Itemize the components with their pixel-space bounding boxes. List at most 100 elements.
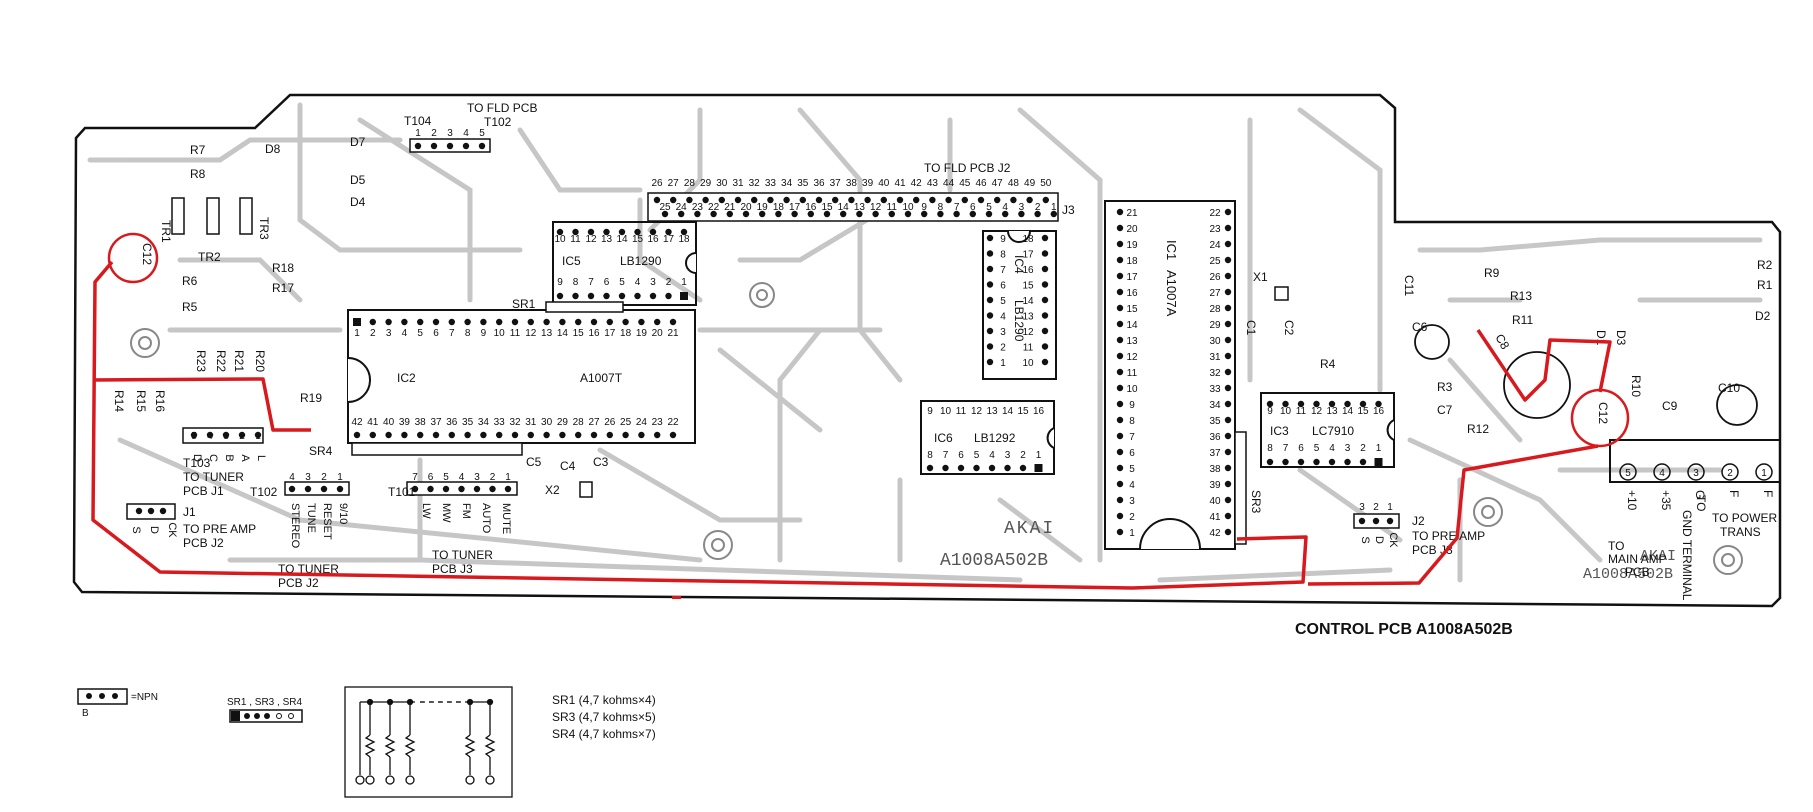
pin-number: 10 — [494, 328, 506, 339]
pin-number: 11 — [570, 234, 581, 245]
pin-number: 4 — [1129, 480, 1135, 491]
pin-number: 4 — [463, 128, 469, 139]
pad — [913, 196, 920, 204]
pad — [559, 431, 566, 439]
pin-number: 17 — [604, 328, 616, 339]
c8-label: C8 — [1492, 332, 1512, 353]
pad — [665, 292, 672, 300]
gnd-terminal-line2: GND TERMINAL — [1680, 510, 1694, 601]
pin-number: 8 — [1267, 443, 1273, 454]
pin-number: 5 — [1314, 443, 1320, 454]
pad — [511, 318, 519, 326]
r13-label: R13 — [1510, 289, 1532, 303]
pin-number: 11 — [956, 406, 967, 417]
to-tuner-j3-line1: TO TUNER — [432, 548, 493, 562]
pad — [669, 318, 677, 326]
pin-number: 35 — [1209, 416, 1221, 427]
pad — [986, 265, 994, 273]
pad — [726, 210, 733, 218]
pad — [1266, 400, 1274, 408]
akai-mark-right: AKAI — [1640, 548, 1676, 565]
pad — [1282, 400, 1289, 408]
pin-number: 22 — [1209, 208, 1221, 219]
pad — [880, 196, 887, 204]
t102-function-label: RESET — [321, 503, 333, 540]
pad — [304, 485, 312, 493]
pad — [206, 431, 214, 439]
j3-label: J3 — [1062, 203, 1075, 217]
pin-number: 23 — [692, 202, 704, 213]
pin-number: 16 — [1022, 265, 1034, 276]
ic4-part: LB1290 — [1012, 300, 1026, 342]
r7-label: R7 — [190, 143, 206, 157]
sr-legend-header: SR1 , SR3 , SR4 — [227, 697, 302, 708]
pad — [1050, 210, 1058, 218]
t104-label: T104 — [404, 114, 432, 128]
pin-number: 4 — [1000, 312, 1006, 323]
pad — [986, 281, 994, 288]
pad — [238, 431, 246, 439]
pad — [254, 431, 262, 439]
pad — [1224, 352, 1232, 360]
pad — [288, 485, 296, 493]
sr4-spec: SR4 (4,7 kohms×7) — [552, 727, 656, 741]
pin-number: 1 — [505, 472, 511, 483]
ic2-ref: IC2 — [397, 371, 416, 385]
pad — [742, 210, 750, 218]
pin-number: 2 — [1727, 468, 1733, 479]
pin-number: 2 — [1129, 512, 1135, 523]
pin-number: 1 — [1129, 528, 1135, 539]
pin-number: 30 — [716, 178, 728, 189]
npn-pin-label: B — [82, 708, 89, 719]
pin-number: 16 — [588, 328, 600, 339]
pcb-number-mark-right: A1008A502B — [1583, 566, 1673, 583]
pin-number: 27 — [668, 178, 680, 189]
pin-number: 2 — [1020, 450, 1026, 461]
pin-number: 8 — [938, 202, 944, 213]
pin-number: 29 — [557, 417, 569, 428]
pad — [961, 196, 968, 204]
pin-number: 7 — [1283, 443, 1289, 454]
trace — [1417, 237, 1763, 253]
power-pin — [1653, 463, 1671, 481]
pin-number: 16 — [1126, 288, 1138, 299]
pin-number: 43 — [927, 178, 939, 189]
r9-label: R9 — [1484, 266, 1500, 280]
power-terminal-label: +10 — [1625, 490, 1639, 511]
pad — [680, 292, 688, 300]
pin-number: 1 — [1761, 468, 1767, 479]
pin-number: 20 — [740, 202, 752, 213]
pad — [432, 431, 440, 439]
pad — [953, 210, 960, 218]
pin-number: 2 — [1373, 502, 1379, 513]
pad — [190, 431, 198, 439]
pin-number: 15 — [573, 328, 585, 339]
trace — [357, 117, 473, 303]
red-annotations — [91, 232, 1630, 590]
ic3-part: LC7910 — [1312, 424, 1354, 438]
board-title: CONTROL PCB A1008A502B — [1295, 621, 1513, 638]
pad — [1224, 256, 1232, 264]
pin-number: 3 — [305, 472, 311, 483]
pin-number: 8 — [465, 328, 471, 339]
pad — [1224, 432, 1232, 440]
pin-number: 9 — [1000, 234, 1006, 245]
pad — [832, 196, 839, 204]
x1-label: X1 — [1253, 270, 1268, 284]
pin-number: 36 — [446, 417, 458, 428]
pad — [669, 431, 677, 439]
t102-connector — [284, 481, 350, 496]
pin-number: 34 — [1209, 400, 1221, 411]
trace — [717, 347, 823, 433]
pin-number: 50 — [1040, 178, 1052, 189]
pin-number: 11 — [1023, 343, 1034, 354]
pad — [1297, 400, 1305, 408]
r23-label: R23 — [194, 350, 208, 372]
pad — [1374, 458, 1383, 466]
c11-label: C11 — [1402, 275, 1416, 296]
pin-number: 5 — [1129, 464, 1135, 475]
tr2-label: TR2 — [198, 250, 221, 264]
pad — [427, 485, 434, 493]
pad — [147, 507, 155, 515]
